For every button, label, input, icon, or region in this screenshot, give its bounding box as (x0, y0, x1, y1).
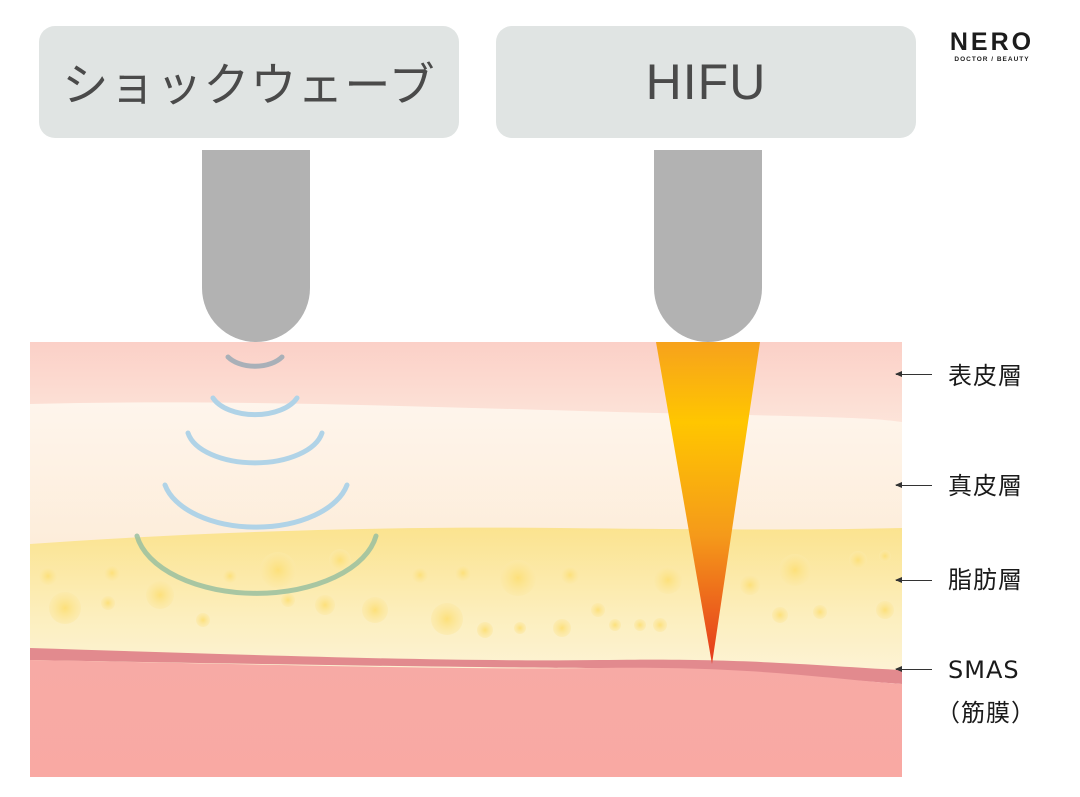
dermis-label: 真皮層 (948, 472, 1023, 500)
smas-label: SMAS (948, 656, 1020, 684)
hifu-beam (656, 342, 760, 664)
fat-arrow (895, 577, 932, 583)
shockwave-title: ショックウェーブ (62, 58, 436, 112)
dermis-arrow (895, 482, 932, 488)
muscle-layer (30, 660, 902, 777)
smas-sublabel: （筋膜） (936, 699, 1036, 727)
skin-layers (30, 342, 902, 777)
shockwave-waves (134, 354, 379, 596)
fat-droplets (39, 549, 894, 638)
logo-brand: NERO (949, 28, 1035, 56)
smas-arrow (895, 666, 932, 672)
logo-subtitle: DOCTOR / BEAUTY (954, 56, 1030, 63)
epidermis-label: 表皮層 (948, 362, 1023, 390)
shockwave-title-box: ショックウェーブ (39, 26, 459, 138)
hifu-title-box: HIFU (496, 26, 916, 138)
smas-band (30, 648, 902, 684)
hifu-title: HIFU (645, 54, 767, 110)
shockwave-probe (202, 150, 310, 342)
nero-logo: NERO DOCTOR / BEAUTY (946, 28, 1038, 64)
fat-layer (30, 527, 902, 680)
hifu-probe (654, 150, 762, 342)
fat-label: 脂肪層 (948, 566, 1023, 594)
epidermis-arrow (895, 371, 932, 377)
